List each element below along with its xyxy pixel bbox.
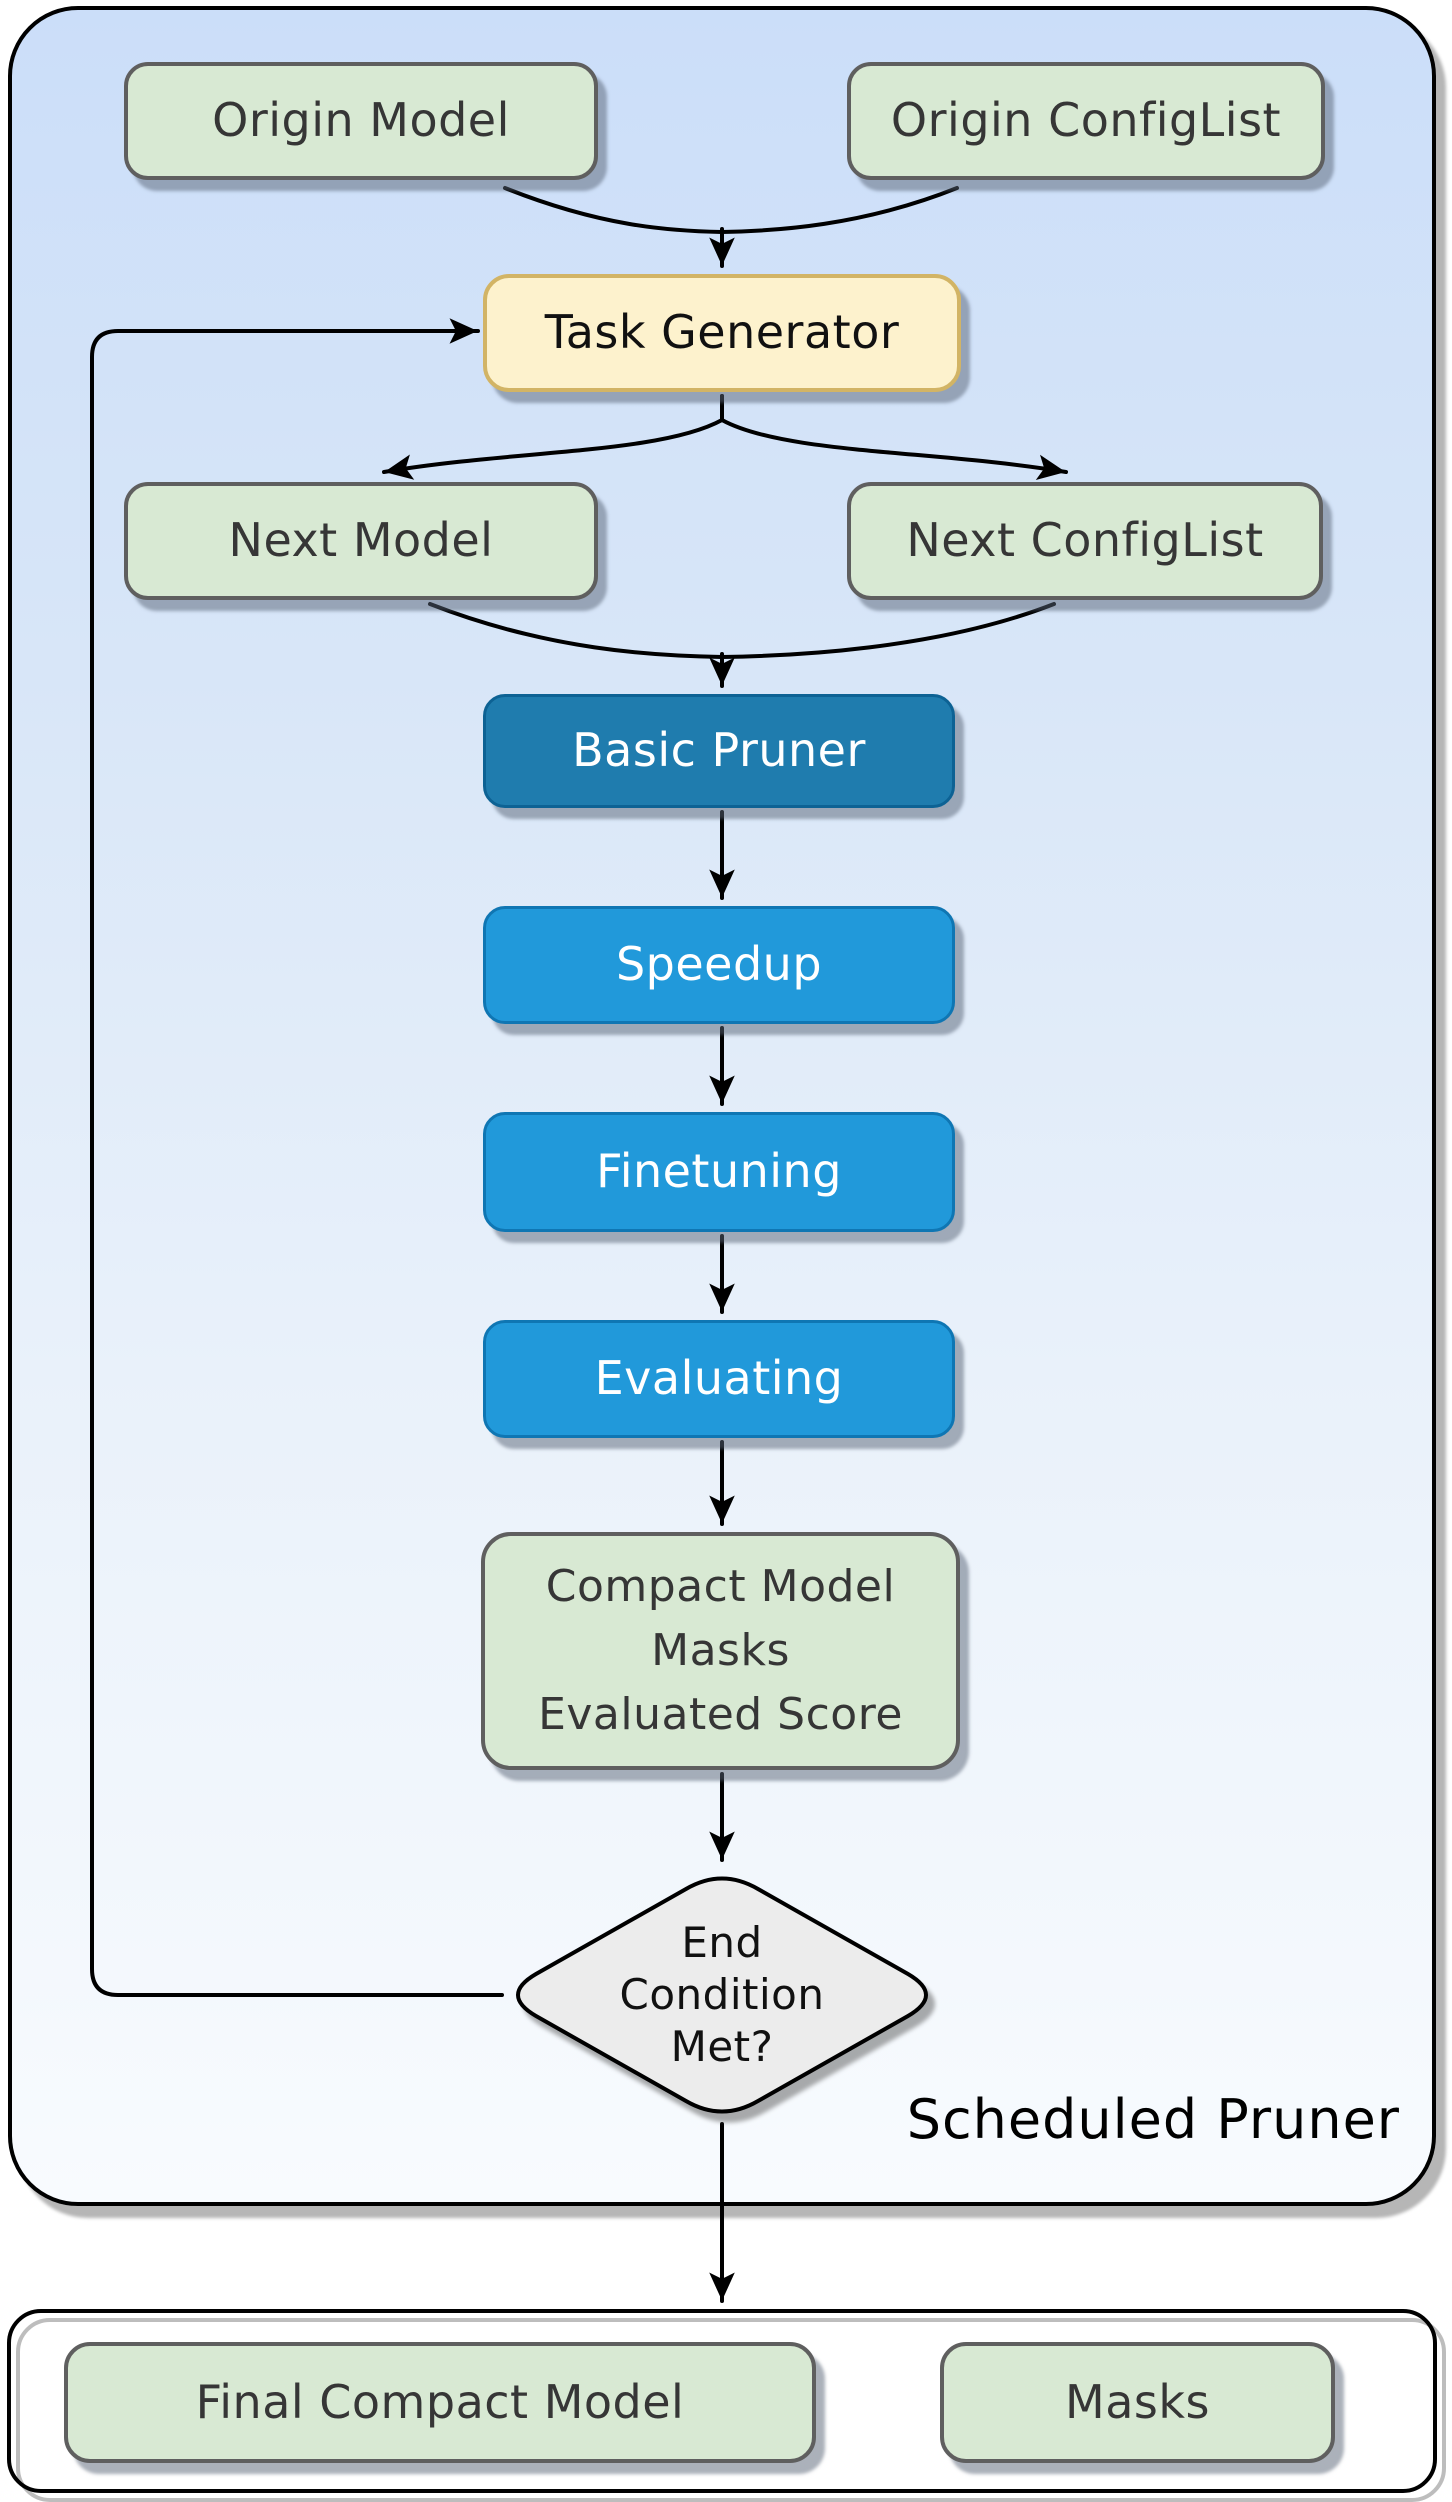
- iteration-output-line: Evaluated Score: [538, 1688, 903, 1740]
- node-finetuning: Finetuning: [483, 1112, 955, 1232]
- node-next-model: Next Model: [124, 482, 598, 600]
- node-basic-pruner-label: Basic Pruner: [572, 723, 866, 778]
- node-final-compact-model: Final Compact Model: [64, 2342, 816, 2463]
- node-origin-configlist: Origin ConfigList: [847, 62, 1325, 180]
- edge-origin-model-to-merge: [503, 186, 724, 234]
- scheduled-pruner-label: Scheduled Pruner: [906, 2088, 1400, 2151]
- edge-loopback-to-task-generator: [90, 318, 504, 1997]
- node-speedup: Speedup: [483, 906, 955, 1024]
- node-next-configlist: Next ConfigList: [847, 482, 1323, 600]
- end-condition-diamond: [516, 1876, 928, 2114]
- node-final-compact-model-label: Final Compact Model: [195, 2374, 685, 2429]
- node-evaluating-label: Evaluating: [594, 1351, 844, 1406]
- node-basic-pruner: Basic Pruner: [483, 694, 955, 808]
- edge-next-model-to-merge: [428, 602, 724, 659]
- edge-next-configlist-to-merge: [720, 602, 1056, 659]
- node-task-generator: Task Generator: [483, 274, 961, 392]
- node-finetuning-label: Finetuning: [596, 1144, 842, 1199]
- node-origin-model: Origin Model: [124, 62, 598, 180]
- iteration-output-line: Masks: [651, 1625, 790, 1677]
- node-final-masks-label: Masks: [1065, 2374, 1210, 2429]
- node-origin-configlist-label: Origin ConfigList: [890, 93, 1282, 148]
- end-condition-line: End: [681, 1917, 763, 1967]
- node-iteration-outputs: Compact Model Masks Evaluated Score: [481, 1532, 960, 1770]
- node-final-masks: Masks: [940, 2342, 1335, 2463]
- node-speedup-label: Speedup: [615, 937, 823, 992]
- iteration-output-line: Compact Model: [545, 1561, 896, 1613]
- edge-origin-configlist-to-merge: [720, 186, 959, 234]
- node-origin-model-label: Origin Model: [212, 93, 510, 148]
- node-evaluating: Evaluating: [483, 1320, 955, 1438]
- edge-task-generator-to-next-configlist: [720, 394, 1068, 480]
- end-condition-label: End Condition Met?: [500, 1916, 944, 2074]
- node-next-model-label: Next Model: [228, 513, 494, 568]
- edge-task-generator-to-next-model: [382, 394, 724, 480]
- end-condition-line: Condition: [619, 1969, 825, 2019]
- final-output-container: [7, 2309, 1437, 2493]
- node-next-configlist-label: Next ConfigList: [906, 513, 1264, 568]
- node-task-generator-label: Task Generator: [544, 305, 900, 360]
- end-condition-line: Met?: [670, 2022, 774, 2072]
